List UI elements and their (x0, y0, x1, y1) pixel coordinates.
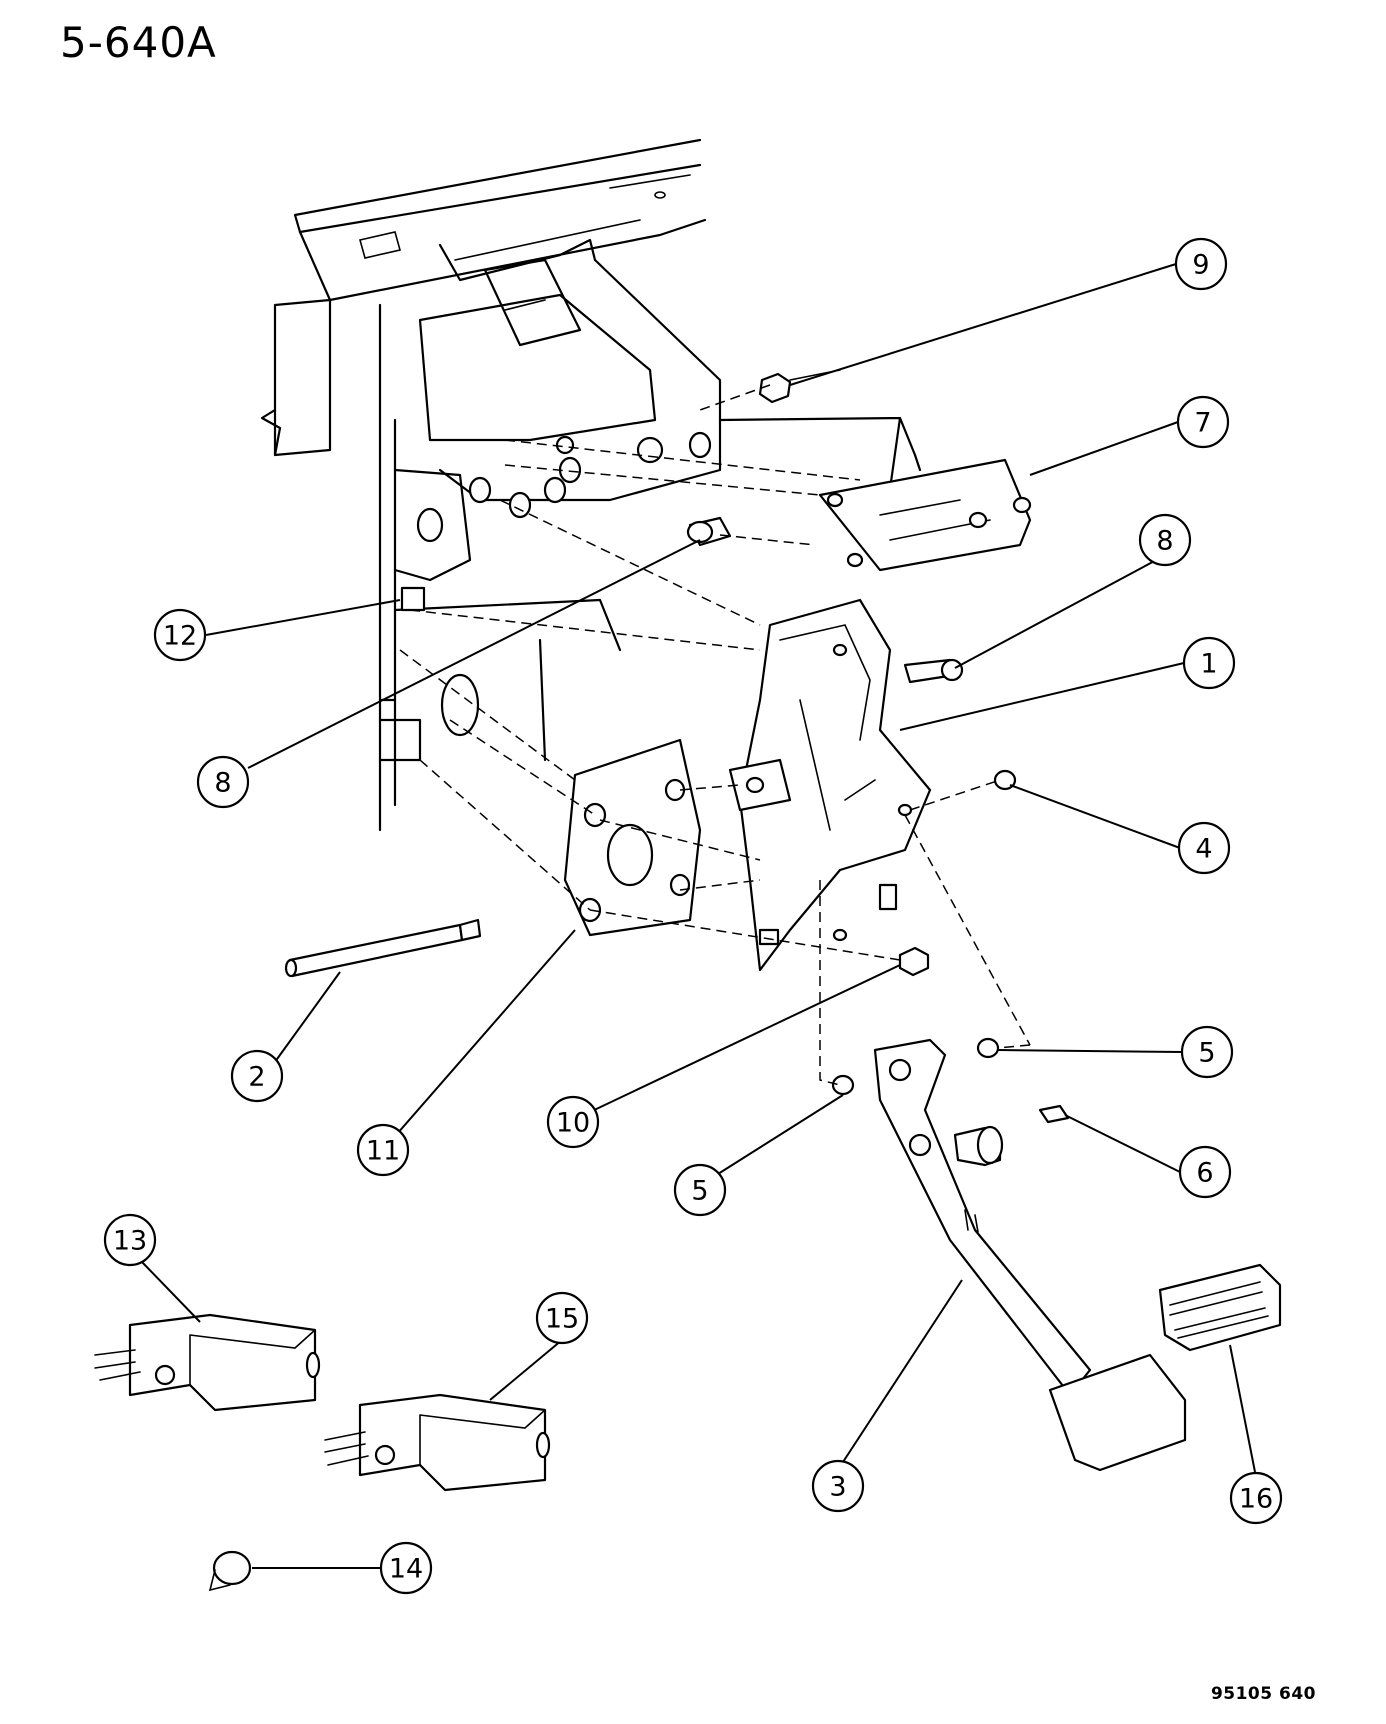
callout-label-12: 12 (163, 621, 197, 652)
part-bracket-7 (818, 458, 1032, 572)
callout-circle-7 (1176, 395, 1230, 449)
hardware-fasteners (208, 369, 1070, 1592)
figure-reference: 95105 640 (1210, 1684, 1316, 1704)
callout-label-11: 11 (366, 1136, 400, 1167)
callout-label-15: 15 (545, 1304, 579, 1335)
part-pedal-bracket-1 (728, 598, 932, 972)
callout-circle-2 (230, 1049, 284, 1103)
part-pedal-pad-16 (1158, 1263, 1282, 1352)
callout-label-14: 14 (389, 1554, 423, 1585)
callout-label-3: 3 (829, 1472, 846, 1503)
part-switch-13 (94, 1313, 321, 1412)
part-switch-15 (324, 1393, 551, 1492)
callout-circle-10 (546, 1095, 600, 1149)
part-brake-pedal-3 (873, 1038, 1187, 1472)
callout-label-1: 1 (1200, 649, 1217, 680)
callout-label-2: 2 (248, 1062, 265, 1093)
assembly-lines (399, 384, 1031, 1086)
callout-label-5a: 5 (1198, 1038, 1215, 1069)
callout-circle-9 (1174, 237, 1228, 291)
callout-label-7: 7 (1194, 408, 1211, 439)
callout-circle-11 (356, 1123, 410, 1177)
callout-label-4: 4 (1195, 834, 1212, 865)
callout-circle-16 (1229, 1471, 1283, 1525)
callout-label-6: 6 (1196, 1158, 1213, 1189)
callout-label-10: 10 (556, 1108, 590, 1139)
part-pivot-pin-2 (284, 918, 482, 978)
diagram-code: 5-640A (60, 18, 217, 67)
part-mounting-plate-11 (563, 738, 702, 937)
callout-label-13: 13 (113, 1226, 147, 1257)
callout-circle-15 (535, 1291, 589, 1345)
callout-circle-4 (1177, 821, 1231, 875)
callout-label-8b: 8 (214, 768, 231, 799)
callout-circle-8b (196, 755, 250, 809)
callout-label-9: 9 (1192, 250, 1209, 281)
callout-label-16: 16 (1239, 1484, 1273, 1515)
callout-circle-3 (811, 1459, 865, 1513)
callout-circle-5b (673, 1163, 727, 1217)
callout-circle-1 (1182, 636, 1236, 690)
dash-panel-structure (260, 138, 922, 874)
callout-circle-13 (103, 1213, 157, 1267)
callout-circle-5a (1180, 1025, 1234, 1079)
callout-label-8a: 8 (1156, 526, 1173, 557)
callout-leaders (141, 263, 1256, 1569)
callout-labels: 9 7 8 1 12 8 4 2 11 10 5 5 6 13 15 3 16 … (113, 250, 1273, 1585)
callout-circles (103, 237, 1283, 1595)
callout-circle-6 (1178, 1145, 1232, 1199)
callout-circle-14 (379, 1541, 433, 1595)
callout-circle-8a (1138, 513, 1192, 567)
callout-circle-12 (153, 608, 207, 662)
callout-label-5b: 5 (691, 1176, 708, 1207)
